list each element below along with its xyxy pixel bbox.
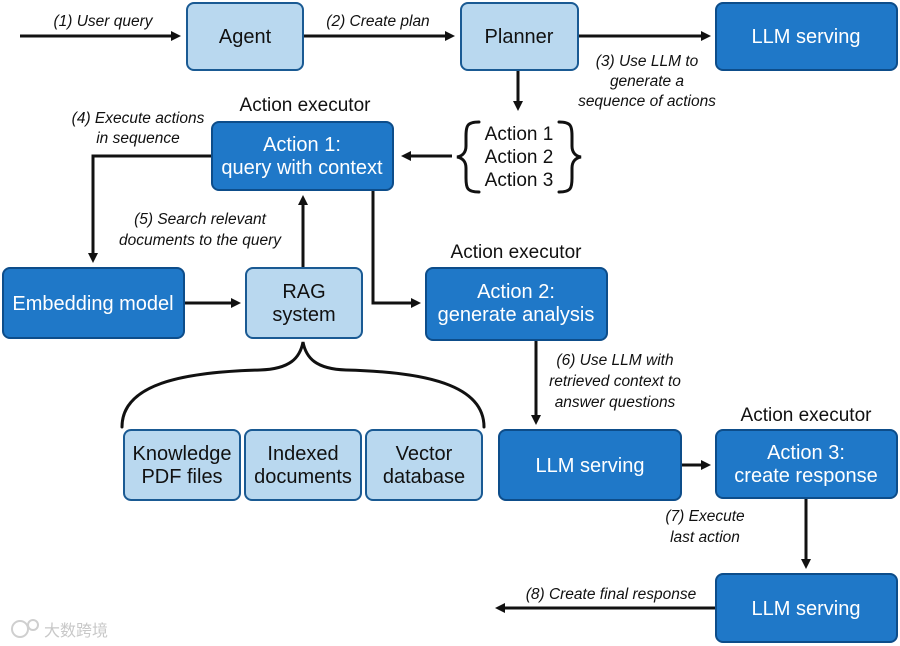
action-list-item: Action 1 [485,124,554,145]
action-list-left-brace [456,120,481,194]
action1-label-line1: Action 1: [263,134,341,156]
edges [20,31,811,613]
knowledge-label-line2: PDF files [141,466,222,488]
action-list-right-brace [557,120,582,194]
action3-label-line1: Action 3: [767,442,845,464]
indexed-documents-node [244,429,362,501]
annotation-search-documents: documents to the query [119,232,282,249]
planner-label: Planner [485,26,554,48]
rag-system-node [245,267,363,339]
vector-label-line2: database [383,466,465,488]
annotation-use-llm-context: answer questions [555,394,676,411]
annotation-use-llm-context: (6) Use LLM with [556,352,673,369]
action2-label-line1: Action 2: [477,281,555,303]
action-executor-header-2: Action executor [451,242,583,263]
llm-serving-label-2: LLM serving [536,455,645,477]
action-executor-header-3: Action executor [741,405,873,426]
planner-node [460,2,579,71]
rag-sources-brace [120,341,486,429]
action1-label-line2: query with context [221,157,383,179]
indexed-label-line1: Indexed [267,443,338,465]
llm-serving-label-3: LLM serving [752,598,861,620]
rag-label-line2: system [272,304,335,326]
annotation-execute-actions: in sequence [96,130,180,147]
llm-serving-node-1 [715,2,898,71]
indexed-label-line2: documents [254,466,352,488]
annotation-use-llm-plan: (3) Use LLM to [596,53,699,70]
rag-label-line1: RAG [282,281,325,303]
annotation-final-response: (8) Create final response [526,586,697,603]
annotation-use-llm-plan: generate a [610,73,684,90]
annotation-search-documents: (5) Search relevant [134,211,267,228]
embedding-model-node [2,267,185,339]
vector-database-node [365,429,483,501]
annotation-create-plan: (2) Create plan [326,13,429,30]
action3-label-line2: create response [734,465,877,487]
action-list-item: Action 2 [485,147,554,168]
annotation-execute-last: (7) Execute [665,508,745,525]
annotation-use-llm-plan: sequence of actions [578,93,716,110]
agent-label: Agent [219,26,272,48]
action2-node [425,267,608,341]
action1-node [211,121,394,191]
watermark: 大数跨境 [11,619,108,640]
llm-serving-node-2 [498,429,682,501]
knowledge-pdf-node [123,429,241,501]
annotation-execute-last: last action [670,529,740,546]
edge-action1-action2 [371,190,421,308]
edge-action1-embedding [88,154,212,263]
vector-label-line1: Vector [396,443,453,465]
agent-node [186,2,304,71]
knowledge-label-line1: Knowledge [133,443,232,465]
watermark-text: 大数跨境 [44,621,108,640]
action-list-item: Action 3 [485,170,554,191]
annotation-use-llm-context: retrieved context to [549,373,681,390]
action3-node [715,429,898,499]
action-executor-header-1: Action executor [240,95,372,116]
annotation-execute-actions: (4) Execute actions [72,110,205,127]
embedding-model-label: Embedding model [12,293,173,315]
watermark-logo-icon [11,620,29,638]
llm-serving-node-3 [715,573,898,643]
action2-label-line2: generate analysis [438,304,595,326]
llm-serving-label-1: LLM serving [752,26,861,48]
watermark-logo-icon [27,619,39,631]
annotation-user-query: (1) User query [53,13,153,30]
